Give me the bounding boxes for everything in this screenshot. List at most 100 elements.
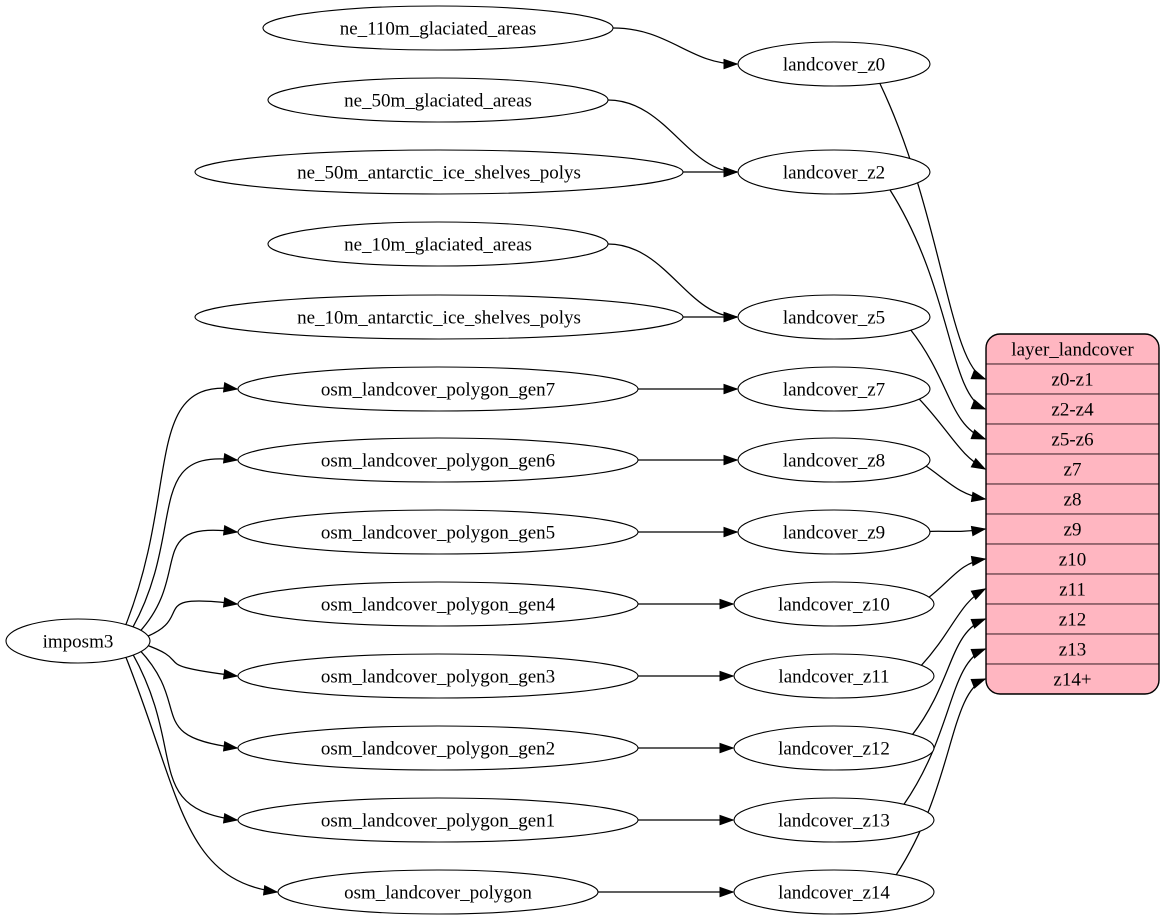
- node-label: landcover_z13: [778, 811, 890, 832]
- node-landcover_z14[interactable]: landcover_z14: [733, 869, 935, 915]
- node-landcover_z13[interactable]: landcover_z13: [733, 797, 935, 843]
- edge-arrowhead: [970, 678, 987, 689]
- node-shape: [5, 618, 151, 664]
- node-label: ne_10m_antarctic_ice_shelves_polys: [297, 308, 581, 329]
- node-imposm3[interactable]: imposm3: [5, 618, 151, 664]
- edge-arrowhead: [222, 382, 239, 393]
- node-label: landcover_z5: [783, 308, 885, 329]
- table-row-label-z14+: z14+: [1053, 670, 1091, 691]
- edge-arrowhead: [719, 742, 735, 754]
- node-shape: [737, 41, 931, 87]
- node-osm_landcover_polygon_gen2[interactable]: osm_landcover_polygon_gen2: [237, 725, 639, 771]
- node-landcover_z12[interactable]: landcover_z12: [733, 725, 935, 771]
- node-label: landcover_z0: [783, 55, 885, 76]
- node-shape: [237, 725, 639, 771]
- node-shape: [262, 5, 614, 51]
- node-label: ne_50m_antarctic_ice_shelves_polys: [297, 163, 581, 184]
- node-label: landcover_z14: [778, 883, 890, 904]
- table-header-label: layer_landcover: [1011, 340, 1134, 361]
- node-shape: [733, 581, 935, 627]
- node-label: osm_landcover_polygon_gen5: [321, 523, 555, 544]
- edge-landcover_z2-to-row-z2-z4: [889, 189, 986, 410]
- edge-arrowhead: [719, 598, 735, 610]
- table-row-label-z5-z6: z5-z6: [1051, 430, 1093, 451]
- node-ne_10m_glaciated_areas[interactable]: ne_10m_glaciated_areas: [267, 221, 609, 267]
- table-row-cell-z2-z4[interactable]: [986, 393, 1159, 425]
- edge-arrowhead: [723, 58, 739, 70]
- node-osm_landcover_polygon_gen5[interactable]: osm_landcover_polygon_gen5: [237, 509, 639, 555]
- edge-arrowhead: [970, 457, 987, 470]
- node-shape: [733, 653, 935, 699]
- table-row-label-z11: z11: [1059, 580, 1086, 601]
- table-row-label-z7: z7: [1064, 460, 1082, 481]
- edge-imposm3-to-osm_landcover_polygon_gen7: [124, 387, 238, 626]
- layer-landcover-table[interactable]: layer_landcoverz0-z1z2-z4z5-z6z7z8z9z10z…: [986, 334, 1159, 694]
- node-landcover_z8[interactable]: landcover_z8: [737, 437, 931, 483]
- node-osm_landcover_polygon_gen4[interactable]: osm_landcover_polygon_gen4: [237, 581, 639, 627]
- node-shape: [237, 581, 639, 627]
- node-label: landcover_z10: [778, 595, 890, 616]
- node-osm_landcover_polygon[interactable]: osm_landcover_polygon: [277, 869, 599, 915]
- edge-arrowhead: [970, 648, 987, 659]
- node-label: ne_50m_glaciated_areas: [344, 91, 532, 112]
- edge-imposm3-to-osm_landcover_polygon_gen1: [132, 653, 238, 821]
- node-label: osm_landcover_polygon: [344, 883, 532, 904]
- table-row-cell-z14+[interactable]: [986, 663, 1159, 694]
- node-shape: [733, 797, 935, 843]
- node-osm_landcover_polygon_gen1[interactable]: osm_landcover_polygon_gen1: [237, 797, 639, 843]
- node-shape: [737, 294, 931, 340]
- node-label: landcover_z8: [783, 451, 885, 472]
- node-ne_10m_antarctic_ice_shelves_polys[interactable]: ne_10m_antarctic_ice_shelves_polys: [194, 294, 684, 340]
- node-landcover_z5[interactable]: landcover_z5: [737, 294, 931, 340]
- node-shape: [277, 869, 599, 915]
- edge-arrowhead: [970, 525, 987, 537]
- node-shape: [194, 294, 684, 340]
- edge-layer: [124, 27, 987, 898]
- edge-arrowhead: [970, 429, 987, 440]
- node-osm_landcover_polygon_gen7[interactable]: osm_landcover_polygon_gen7: [237, 366, 639, 412]
- node-label: osm_landcover_polygon_gen2: [321, 739, 555, 760]
- node-label: osm_landcover_polygon_gen1: [321, 811, 555, 832]
- edge-arrowhead: [719, 670, 735, 682]
- node-shape: [267, 77, 609, 123]
- edge-arrowhead: [222, 597, 239, 608]
- node-ne_50m_antarctic_ice_shelves_polys[interactable]: ne_50m_antarctic_ice_shelves_polys: [194, 149, 684, 195]
- edge-arrowhead: [970, 491, 987, 503]
- table-row-label-z13: z13: [1059, 640, 1086, 661]
- node-shape: [237, 437, 639, 483]
- edge-arrowhead: [719, 886, 735, 898]
- node-landcover_z7[interactable]: landcover_z7: [737, 366, 931, 412]
- table-row-cell-z13[interactable]: [986, 633, 1159, 665]
- edge-arrowhead: [262, 885, 279, 896]
- node-shape: [737, 366, 931, 412]
- table-row-label-z8: z8: [1064, 490, 1082, 511]
- node-shape: [733, 725, 935, 771]
- node-label: landcover_z11: [778, 667, 889, 688]
- node-landcover_z0[interactable]: landcover_z0: [737, 41, 931, 87]
- node-shape: [737, 437, 931, 483]
- node-ne_110m_glaciated_areas[interactable]: ne_110m_glaciated_areas: [262, 5, 614, 51]
- node-landcover_z9[interactable]: landcover_z9: [737, 509, 931, 555]
- node-label: osm_landcover_polygon_gen6: [321, 451, 555, 472]
- node-layer: imposm3 ne_110m_glaciated_areas ne_50m_gla…: [5, 5, 935, 915]
- node-ne_50m_glaciated_areas[interactable]: ne_50m_glaciated_areas: [267, 77, 609, 123]
- edge-ne_50m_glaciated_areas-to-landcover_z2: [607, 99, 738, 173]
- node-label: ne_110m_glaciated_areas: [340, 19, 537, 40]
- edge-arrowhead: [723, 526, 739, 538]
- edge-landcover_z14-to-row-z14+: [895, 678, 986, 876]
- node-landcover_z11[interactable]: landcover_z11: [733, 653, 935, 699]
- edge-arrowhead: [970, 618, 987, 629]
- edge-imposm3-to-osm_landcover_polygon_gen2: [138, 649, 238, 749]
- table-row-cell-z11[interactable]: [986, 573, 1159, 605]
- node-osm_landcover_polygon_gen6[interactable]: osm_landcover_polygon_gen6: [237, 437, 639, 483]
- node-landcover_z2[interactable]: landcover_z2: [737, 149, 931, 195]
- node-shape: [737, 149, 931, 195]
- node-label: landcover_z12: [778, 739, 890, 760]
- node-osm_landcover_polygon_gen3[interactable]: osm_landcover_polygon_gen3: [237, 653, 639, 699]
- edge-arrowhead: [970, 555, 987, 567]
- edge-arrowhead: [723, 383, 739, 395]
- table-row-label-z12: z12: [1059, 610, 1086, 631]
- node-shape: [194, 149, 684, 195]
- node-landcover_z10[interactable]: landcover_z10: [733, 581, 935, 627]
